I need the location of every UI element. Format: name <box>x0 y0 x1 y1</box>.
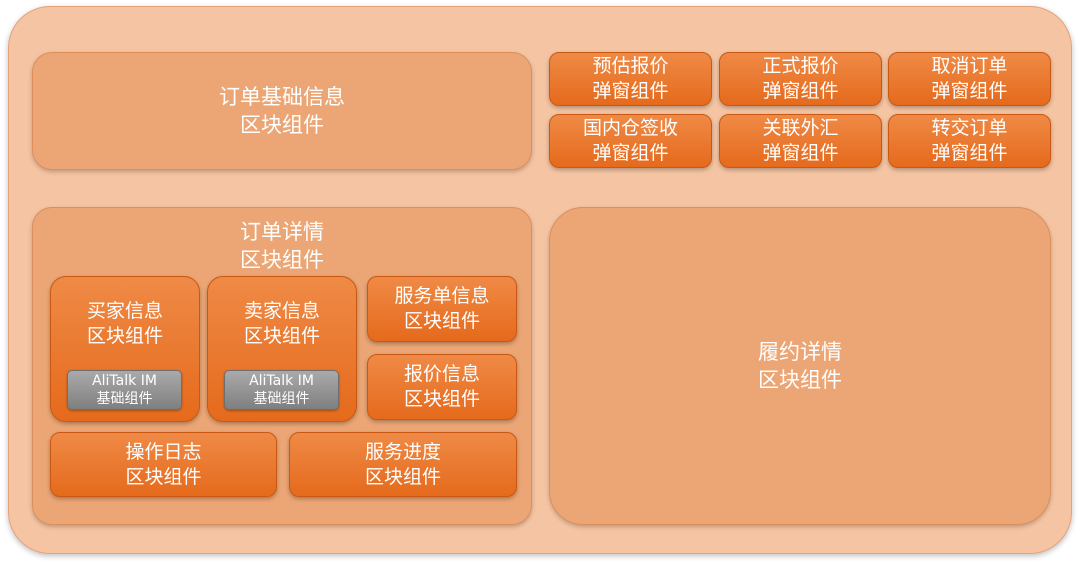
service-progress-title: 服务进度 <box>364 440 441 463</box>
service-order-subtitle: 区块组件 <box>403 310 480 332</box>
fulfillment-subtitle: 区块组件 <box>758 368 842 392</box>
quote-info-block: 报价信息 区块组件 <box>367 354 517 420</box>
order-detail-title: 订单详情 <box>240 220 324 244</box>
fulfillment-detail-block: 履约详情 区块组件 <box>549 207 1051 525</box>
operation-log-subtitle: 区块组件 <box>125 465 202 488</box>
popup-formal-quote: 正式报价 弹窗组件 <box>719 52 882 106</box>
fulfillment-title: 履约详情 <box>758 340 842 364</box>
seller-info-subtitle: 区块组件 <box>243 325 320 347</box>
popup-type: 弹窗组件 <box>592 80 669 102</box>
popup-type: 弹窗组件 <box>592 142 669 164</box>
popup-label: 取消订单 <box>931 55 1008 77</box>
popup-link-forex: 关联外汇 弹窗组件 <box>719 114 882 168</box>
operation-log-block: 操作日志 区块组件 <box>50 432 277 497</box>
im-subtitle: 基础组件 <box>253 391 310 407</box>
popup-type: 弹窗组件 <box>931 80 1008 102</box>
popup-label: 关联外汇 <box>762 117 839 139</box>
buyer-alitalk-im-component: AliTalk IM 基础组件 <box>67 370 182 410</box>
service-order-info-block: 服务单信息 区块组件 <box>367 276 517 342</box>
popup-type: 弹窗组件 <box>762 142 839 164</box>
popup-label: 预估报价 <box>592 55 669 77</box>
im-subtitle: 基础组件 <box>96 391 153 407</box>
popup-cancel-order: 取消订单 弹窗组件 <box>888 52 1051 106</box>
buyer-info-title: 买家信息 <box>86 300 163 322</box>
popup-estimate-quote: 预估报价 弹窗组件 <box>549 52 712 106</box>
service-progress-block: 服务进度 区块组件 <box>289 432 517 497</box>
im-title: AliTalk IM <box>92 373 157 389</box>
order-basic-title: 订单基础信息 <box>219 85 345 109</box>
popup-label: 国内仓签收 <box>582 117 678 139</box>
popup-type: 弹窗组件 <box>931 142 1008 164</box>
order-basic-block: 订单基础信息 区块组件 <box>32 52 532 170</box>
order-basic-subtitle: 区块组件 <box>240 113 324 137</box>
operation-log-title: 操作日志 <box>125 440 202 463</box>
service-progress-subtitle: 区块组件 <box>364 465 441 488</box>
quote-info-subtitle: 区块组件 <box>403 388 480 410</box>
popup-type: 弹窗组件 <box>762 80 839 102</box>
popup-label: 转交订单 <box>931 117 1008 139</box>
buyer-info-subtitle: 区块组件 <box>86 325 163 347</box>
popup-label: 正式报价 <box>762 55 839 77</box>
order-detail-subtitle: 区块组件 <box>240 248 324 272</box>
service-order-title: 服务单信息 <box>394 285 490 307</box>
popup-domestic-warehouse-receipt: 国内仓签收 弹窗组件 <box>549 114 712 168</box>
popup-transfer-order: 转交订单 弹窗组件 <box>888 114 1051 168</box>
im-title: AliTalk IM <box>249 373 314 389</box>
seller-info-title: 卖家信息 <box>243 300 320 322</box>
quote-info-title: 报价信息 <box>403 363 480 385</box>
seller-alitalk-im-component: AliTalk IM 基础组件 <box>224 370 339 410</box>
